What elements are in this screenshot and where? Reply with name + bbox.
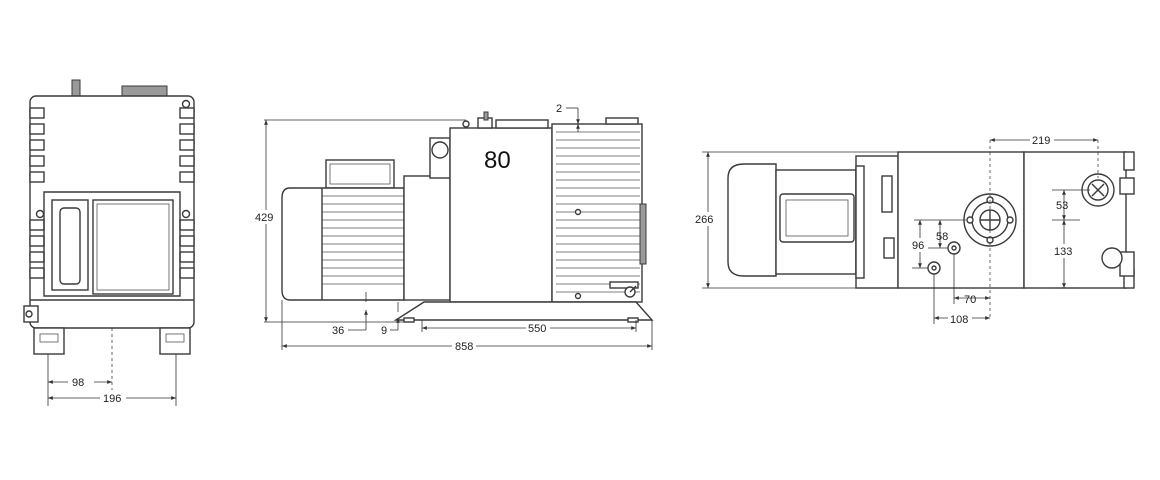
- dim-gap: 9: [381, 325, 387, 337]
- dim-front-width: 196: [103, 393, 121, 405]
- front-left-fins: [29, 107, 45, 279]
- dim-outlet-x2: 108: [950, 314, 968, 326]
- front-view: 98 196: [23, 79, 195, 406]
- dim-outlet-y: 58: [936, 231, 948, 243]
- dim-total-length: 858: [455, 341, 473, 353]
- dim-base-length: 550: [528, 323, 546, 335]
- side-view: 80: [254, 103, 654, 353]
- dim-top-offset: 2: [556, 103, 562, 115]
- dim-outlet-y2: 96: [912, 240, 924, 252]
- dim-depth: 266: [695, 214, 713, 226]
- pump-fins: [556, 131, 640, 293]
- dim-height: 429: [255, 212, 273, 224]
- front-right-fins: [179, 107, 195, 279]
- dim-outlet-x: 70: [964, 294, 976, 306]
- dim-port-spacing: 219: [1032, 135, 1050, 147]
- motor-fins: [322, 195, 404, 285]
- dim-foot-offset: 36: [332, 325, 344, 337]
- dim-port-offset-y: 53: [1056, 200, 1068, 212]
- dim-half-width: 98: [72, 377, 84, 389]
- model-label: 80: [484, 147, 511, 174]
- dim-port-offset-y2: 133: [1054, 246, 1072, 258]
- top-view: 266 219 53 133 58 96 70 108: [694, 133, 1135, 326]
